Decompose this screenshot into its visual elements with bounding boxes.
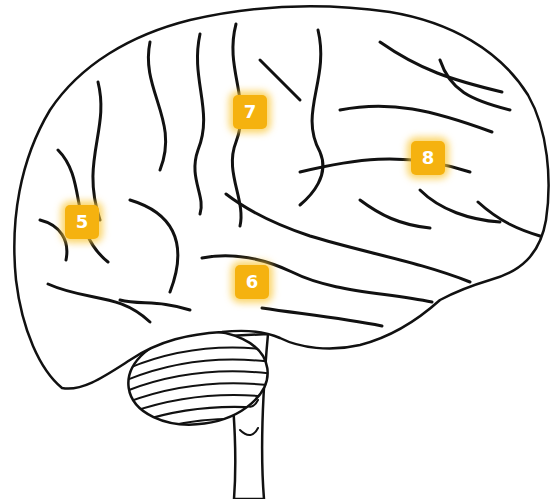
cerebrum-outline (14, 6, 548, 388)
cerebellum-folia (120, 348, 282, 432)
callout-number: 7 (244, 103, 257, 121)
callout-box: 8 (411, 141, 445, 175)
callout-box: 6 (235, 265, 269, 299)
callout-number: 8 (422, 149, 435, 167)
callout-number: 5 (76, 213, 89, 231)
callout-box: 5 (65, 205, 99, 239)
callout-box: 7 (233, 95, 267, 129)
brain-sulci (40, 24, 540, 326)
callout-number: 6 (246, 273, 259, 291)
